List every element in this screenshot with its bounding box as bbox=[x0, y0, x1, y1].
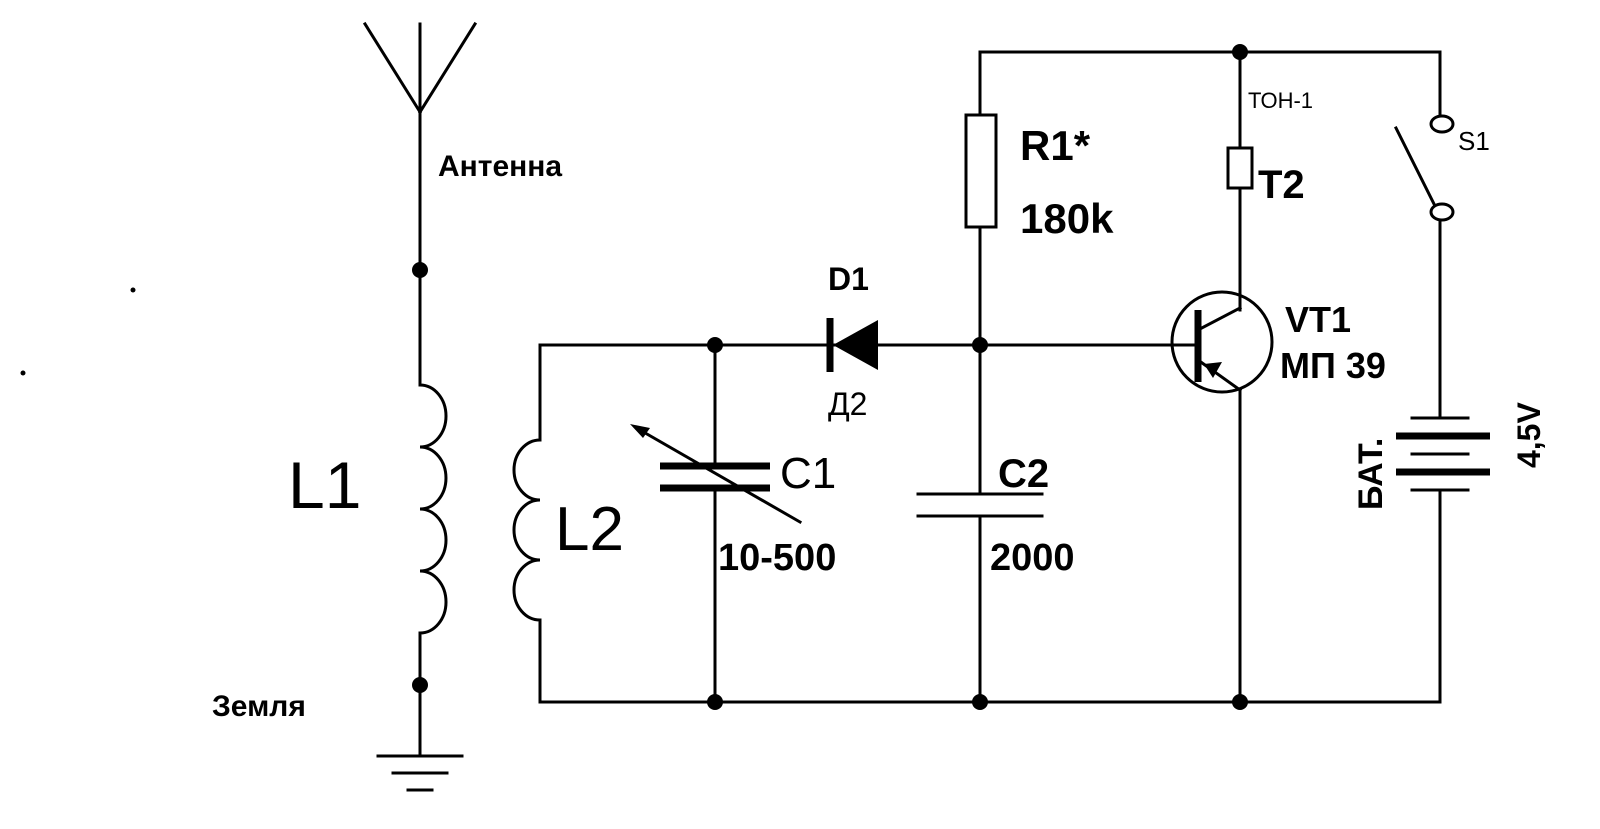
diode-icon bbox=[826, 318, 880, 372]
s1-label: S1 bbox=[1458, 126, 1490, 156]
junction-dot bbox=[1232, 44, 1248, 60]
l2-label: L2 bbox=[555, 495, 624, 564]
resistor-icon bbox=[964, 113, 998, 229]
ground-icon bbox=[376, 683, 464, 792]
switch-icon bbox=[1393, 114, 1455, 222]
stray-dot bbox=[130, 287, 136, 293]
battery-icon bbox=[1396, 416, 1490, 492]
r1-label: R1* bbox=[1020, 122, 1091, 169]
junction-dot bbox=[412, 677, 428, 693]
antenna-label: Антенна bbox=[438, 150, 562, 183]
t2-type: ТОН-1 bbox=[1248, 88, 1313, 113]
c2-value: 2000 bbox=[990, 537, 1075, 579]
ground-label: Земля bbox=[212, 690, 306, 723]
c1-value: 10-500 bbox=[718, 537, 836, 579]
capacitor-icon bbox=[630, 343, 803, 704]
headphone-icon bbox=[1226, 146, 1254, 190]
battery-voltage: 4,5V bbox=[1511, 402, 1547, 468]
battery-label: БАТ. bbox=[1352, 438, 1390, 510]
t2-label: T2 bbox=[1258, 163, 1305, 207]
vt1-label: VT1 bbox=[1285, 299, 1351, 340]
c2-label: C2 bbox=[998, 452, 1049, 496]
vt1-type: МП 39 bbox=[1280, 345, 1386, 386]
transistor-icon bbox=[1170, 290, 1274, 394]
junction-dot bbox=[412, 262, 428, 278]
l1-coil bbox=[418, 268, 448, 687]
junction-dot bbox=[707, 337, 723, 353]
l1-label: L1 bbox=[288, 448, 361, 522]
d1-type: Д2 bbox=[828, 386, 867, 422]
c1-label: C1 bbox=[780, 449, 836, 498]
stray-dot bbox=[20, 370, 26, 376]
junction-dot bbox=[707, 694, 723, 710]
antenna-icon bbox=[362, 21, 478, 272]
inductor-icon bbox=[418, 268, 448, 687]
d1-label: D1 bbox=[828, 261, 869, 297]
junction-dot bbox=[972, 337, 988, 353]
r1-value: 180k bbox=[1020, 195, 1114, 242]
capacitor-icon bbox=[916, 492, 1044, 704]
junction-dot bbox=[972, 694, 988, 710]
junction-dot bbox=[1232, 694, 1248, 710]
inductor-icon bbox=[512, 343, 542, 702]
l2-coil bbox=[512, 343, 542, 702]
